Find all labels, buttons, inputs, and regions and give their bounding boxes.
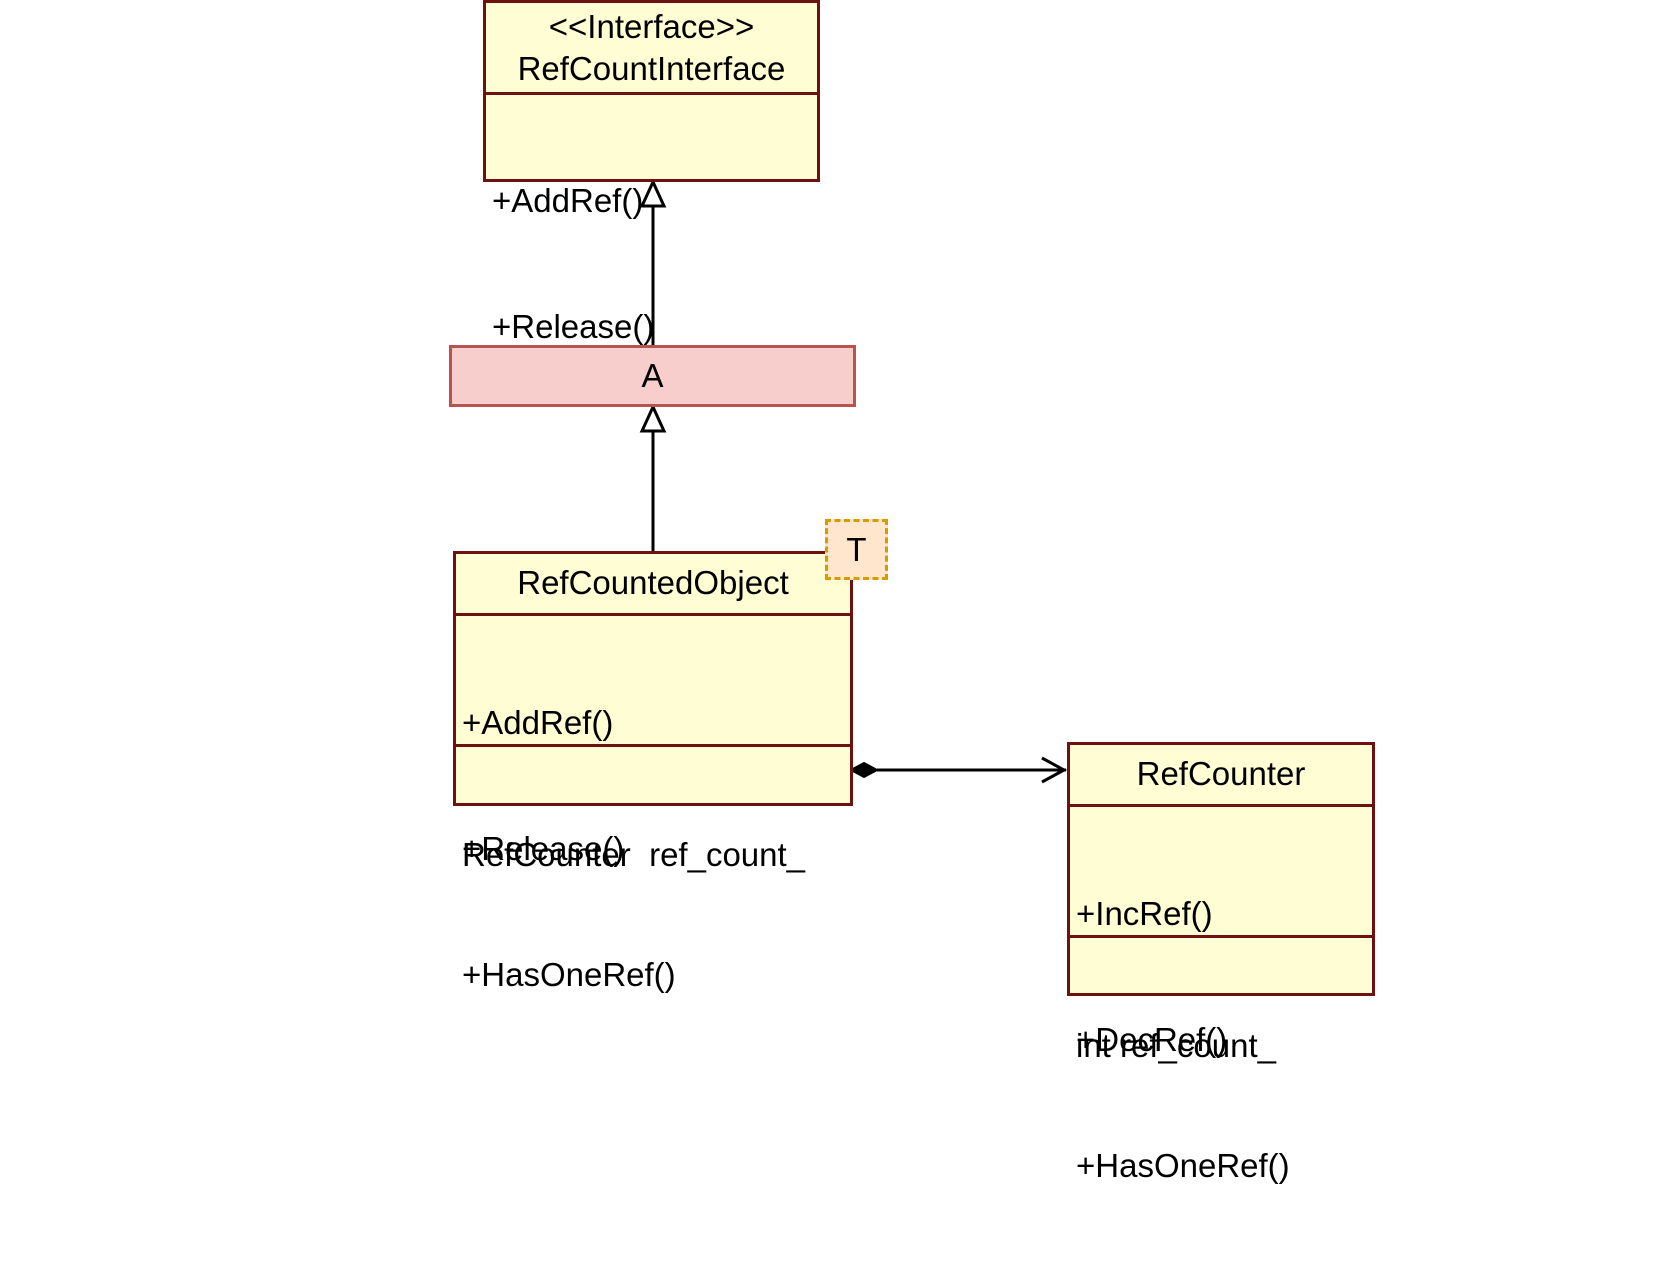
class-a-name: A — [641, 357, 664, 394]
ref-counted-object-method-addref: +AddRef() — [462, 704, 614, 741]
interface-method-release: +Release() — [492, 308, 655, 345]
template-parameter-name: T — [846, 531, 867, 568]
generalization-arrowhead-interface — [639, 178, 667, 208]
composition-diamond — [848, 761, 880, 779]
ref-counted-object-field-ref-count: RefCounter ref_count_ — [462, 836, 806, 873]
ref-counter-method-incref: +IncRef() — [1076, 895, 1213, 932]
generalization-arrowhead-a — [639, 403, 667, 433]
ref-counted-object-methods: +AddRef() +Release() +HasOneRef() — [456, 616, 850, 993]
ref-counter-name: RefCounter — [1136, 755, 1306, 792]
ref-counted-object-fields: RefCounter ref_count_ — [456, 747, 850, 960]
ref-counted-object-name: RefCountedObject — [517, 564, 789, 601]
relationship-connectors — [639, 178, 1068, 784]
class-ref-counted-object[interactable]: RefCountedObject +AddRef() +Release() +H… — [453, 551, 853, 993]
interface-name: RefCountInterface — [517, 50, 786, 87]
composition-arrowhead — [1041, 756, 1068, 784]
ref-counter-fields: int ref_count_ — [1070, 938, 1372, 1151]
interface-header: <<Interface>> RefCountInterface — [486, 3, 817, 95]
interface-methods: +AddRef() +Release() — [486, 95, 817, 432]
interface-stereotype: <<Interface>> — [548, 8, 755, 45]
class-a[interactable]: A — [449, 345, 856, 407]
ref-counted-object-header: RefCountedObject — [456, 554, 850, 616]
interface-method-addref: +AddRef() — [492, 182, 644, 219]
ref-counter-field-ref-count: int ref_count_ — [1076, 1027, 1276, 1064]
ref-counted-object-method-hasoneref: +HasOneRef() — [462, 956, 676, 993]
interface-ref-count-interface[interactable]: <<Interface>> RefCountInterface +AddRef(… — [483, 0, 820, 345]
ref-counter-method-hasoneref: +HasOneRef() — [1076, 1147, 1290, 1184]
template-parameter-badge: T — [825, 519, 888, 580]
class-ref-counter[interactable]: RefCounter +IncRef() +DecRef() +HasOneRe… — [1067, 742, 1375, 1184]
ref-counter-methods: +IncRef() +DecRef() +HasOneRef() — [1070, 807, 1372, 1184]
ref-counted-object-method-release: +Release() — [462, 830, 625, 867]
ref-counter-header: RefCounter — [1070, 745, 1372, 807]
